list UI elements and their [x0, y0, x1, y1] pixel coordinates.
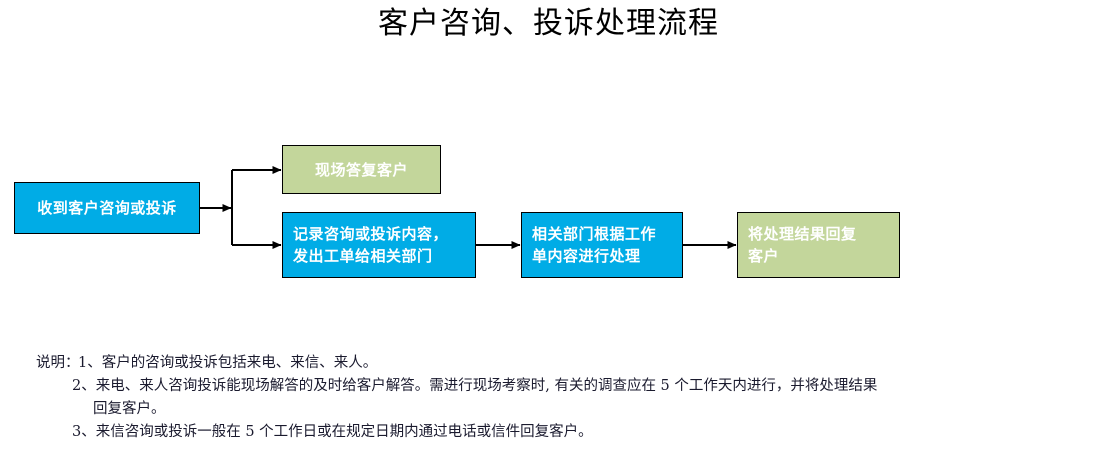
note-line-4: 3、来信咨询或投诉一般在 5 个工作日或在规定日期内通过电话或信件回复客户。 — [0, 421, 1097, 444]
note-item-1: 1、客户的咨询或投诉包括来电、来信、来人。 — [78, 355, 378, 371]
note-line-2: 2、来电、来人咨询投诉能现场解答的及时给客户解答。需进行现场考察时, 有关的调查… — [0, 375, 1097, 398]
node-reply-result-label: 将处理结果回复 客户 — [748, 225, 857, 265]
node-department-process[interactable]: 相关部门根据工作 单内容进行处理 — [521, 212, 683, 278]
node-record-ticket-label: 记录咨询或投诉内容， 发出工单给相关部门 — [293, 225, 449, 265]
notes-label: 说明： — [36, 355, 80, 371]
node-reply-result-to-customer[interactable]: 将处理结果回复 客户 — [737, 212, 900, 278]
notes-block: 说明： 1、客户的咨询或投诉包括来电、来信、来人。 2、来电、来人咨询投诉能现场… — [0, 352, 1097, 444]
node-record-and-dispatch-ticket[interactable]: 记录咨询或投诉内容， 发出工单给相关部门 — [282, 212, 476, 278]
node-receive-label: 收到客户咨询或投诉 — [37, 199, 177, 217]
node-onsite-reply-label: 现场答复客户 — [314, 160, 408, 179]
node-receive-inquiry-or-complaint[interactable]: 收到客户咨询或投诉 — [14, 182, 200, 234]
node-dept-process-label: 相关部门根据工作 单内容进行处理 — [532, 225, 657, 265]
node-onsite-reply[interactable]: 现场答复客户 — [282, 145, 441, 194]
note-line-3: 回复客户。 — [0, 398, 1097, 421]
note-item-2: 2、来电、来人咨询投诉能现场解答的及时给客户解答。需进行现场考察时, 有关的调查… — [72, 378, 878, 394]
page-title: 客户咨询、投诉处理流程 — [378, 6, 719, 41]
flowchart-canvas: 收到客户咨询或投诉 现场答复客户 记录咨询或投诉内容， 发出工单给相关部门 相关… — [0, 130, 1097, 310]
note-line-1: 说明： 1、客户的咨询或投诉包括来电、来信、来人。 — [0, 352, 1097, 375]
note-item-2-continued: 回复客户。 — [93, 401, 166, 417]
note-item-3: 3、来信咨询或投诉一般在 5 个工作日或在规定日期内通过电话或信件回复客户。 — [72, 424, 593, 440]
